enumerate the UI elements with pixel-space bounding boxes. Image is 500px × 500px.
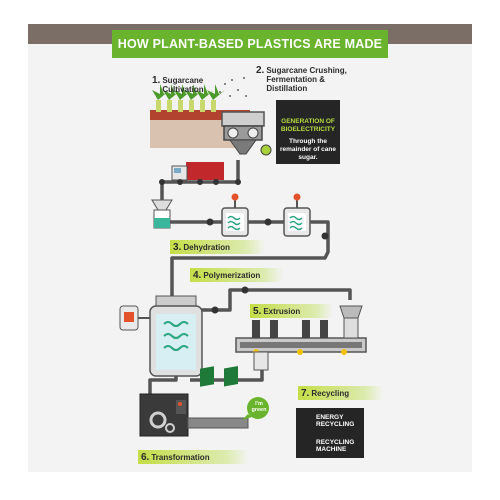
step-2-label: 2. Sugarcane Crushing, Fermentation & Di… [256,65,347,94]
step-1-label: 1. Sugarcane Cultivation [152,75,204,95]
recycling-machine-item: RECYCLING MACHINE [316,439,355,453]
crusher-machine-icon [221,111,272,156]
title-banner: HOW PLANT-BASED PLASTICS ARE MADE [112,30,388,58]
page-title: HOW PLANT-BASED PLASTICS ARE MADE [117,37,383,51]
bioelectricity-heading: GENERATION OF BIOELECTRICITY [280,118,336,133]
dehydration-tanks-icon [151,193,311,237]
recycling-info-box: ENERGY RECYCLING RECYCLING MACHINE [296,408,364,458]
step-7-label: 7. Recycling [298,386,383,400]
polymerization-reactor-icon [119,295,203,377]
bioelectricity-text: Through the remainder of cane sugar. [280,138,336,161]
step-5-label: 5. Extrusion [250,304,333,318]
step-4-label: 4. Polymerization [190,268,283,282]
step-3-label: 3. Dehydration [170,240,265,254]
pipe-joints [159,179,329,314]
bioelectricity-info-box: GENERATION OF BIOELECTRICITY Through the… [276,100,340,164]
extrusion-line-icon [235,305,367,371]
energy-recycling-item: ENERGY RECYCLING [316,414,355,428]
truck-icon [171,162,224,185]
step-6-label: 6. Transformation [138,450,249,464]
im-green-bubble: I'm green [251,401,267,413]
transformation-machine-icon [139,366,269,437]
